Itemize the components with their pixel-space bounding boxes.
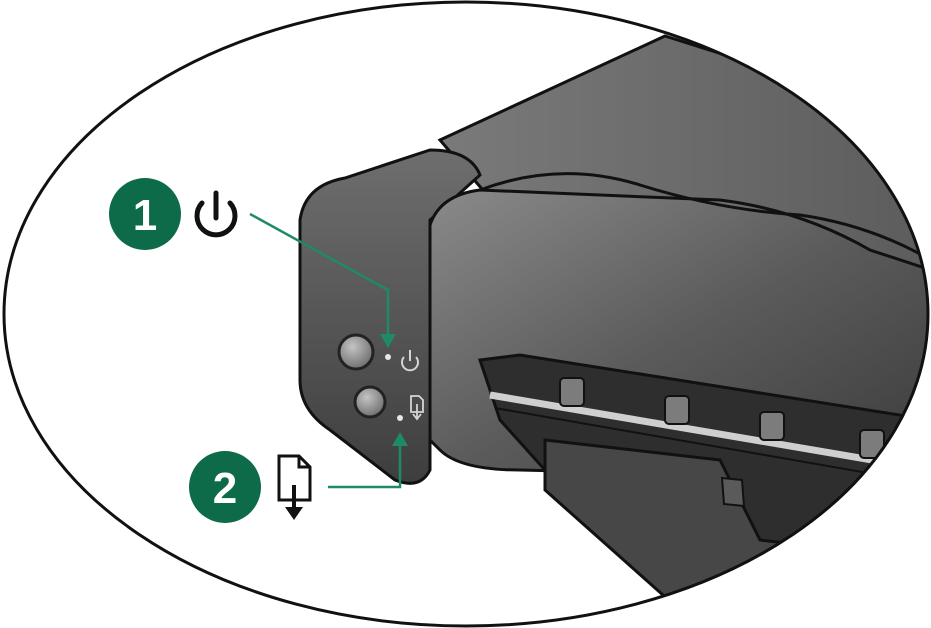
power-icon (194, 190, 238, 238)
resume-button[interactable] (353, 385, 387, 419)
power-button[interactable] (337, 333, 375, 371)
printer-illustration (298, 34, 928, 626)
callout-1-badge (109, 178, 181, 250)
leader-arrow-1 (380, 334, 396, 348)
output-tray-tab (720, 476, 746, 508)
power-light (385, 354, 391, 360)
leader-arrow-2 (392, 432, 408, 446)
leader-line-2 (328, 437, 402, 489)
callout-2-badge (189, 451, 261, 523)
printer-front-lip (479, 172, 928, 262)
leader-line-1 (249, 212, 390, 344)
resume-icon (410, 395, 424, 421)
resume-icon (277, 454, 312, 520)
paper-guide-rail (489, 391, 928, 474)
paper-guide-rail-lower (494, 407, 928, 485)
power-icon (401, 350, 419, 372)
resume-light (397, 415, 403, 421)
callout-2: 2 (189, 451, 312, 523)
callout-1-number: 1 (133, 191, 157, 240)
callout-1: 1 (109, 178, 238, 250)
paper-rollers (559, 377, 885, 459)
callout-2-number: 2 (213, 464, 237, 513)
printer-side-panel (298, 148, 482, 485)
